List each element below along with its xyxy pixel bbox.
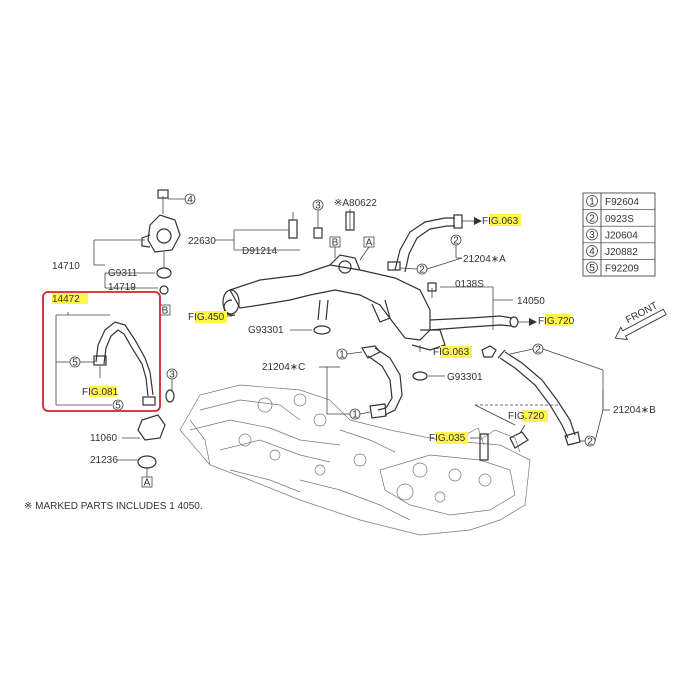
bracket-14710: 14710 G9311 14719 bbox=[52, 239, 158, 293]
valve-assembly: 4 bbox=[141, 189, 196, 295]
label-g9311: G9311 bbox=[108, 268, 138, 279]
hose-21204-a: FIG.063 2 2 21204∗A bbox=[387, 214, 521, 276]
fig-ref-081: FIG.081 bbox=[82, 387, 119, 398]
svg-text:5: 5 bbox=[115, 401, 121, 412]
legend-code-2: 0923S bbox=[605, 214, 634, 225]
label-14472: 14472 bbox=[52, 294, 80, 305]
legend-num-1: 1 bbox=[589, 197, 595, 208]
label-21204-a: 21204∗A bbox=[463, 254, 506, 265]
legend-num-5: 5 bbox=[589, 263, 595, 274]
svg-text:2: 2 bbox=[587, 437, 593, 448]
fig-ref-720-top-group: FIG.720 bbox=[518, 314, 575, 327]
label-0138s: 0138S bbox=[455, 279, 484, 290]
fig-ref-063-low: FIG.063 bbox=[433, 347, 470, 358]
svg-text:2: 2 bbox=[453, 236, 459, 247]
label-14719: 14719 bbox=[108, 282, 136, 293]
highlight-frame-14472: 14472 5 5 FIG.081 bbox=[42, 291, 161, 412]
label-d91214: D91214 bbox=[242, 246, 277, 257]
svg-text:4: 4 bbox=[187, 195, 193, 206]
front-arrow-icon: FRONT bbox=[614, 300, 667, 341]
label-22630: 22630 bbox=[188, 236, 216, 247]
label-14710: 14710 bbox=[52, 261, 80, 272]
label-21204-b: 21204∗B bbox=[613, 405, 656, 416]
fig-ref-450-group: FIG.450 bbox=[188, 311, 232, 323]
legend-num-3: 3 bbox=[589, 230, 595, 241]
fig-ref-720-top: FIG.720 bbox=[538, 316, 575, 327]
label-21236: 21236 bbox=[90, 455, 118, 466]
legend-code-3: J20604 bbox=[605, 231, 638, 242]
fig-ref-720-low: FIG.720 bbox=[508, 411, 545, 422]
fig-ref-035: FIG.035 bbox=[429, 433, 466, 444]
ref-box-a-left: A bbox=[144, 478, 151, 489]
svg-text:2: 2 bbox=[419, 265, 425, 276]
svg-text:1: 1 bbox=[339, 350, 345, 361]
label-g93301-bottom: G93301 bbox=[447, 372, 483, 383]
hose-21204-c: 1 1 21204∗C bbox=[262, 345, 403, 421]
svg-text:3: 3 bbox=[169, 370, 175, 381]
coolant-pipe-14050: 0138S 14050 bbox=[222, 254, 545, 351]
legend-code-1: F92604 bbox=[605, 197, 639, 208]
fig-ref-450: FIG.450 bbox=[188, 312, 225, 323]
svg-text:5: 5 bbox=[72, 358, 78, 369]
label-21204-c: 21204∗C bbox=[262, 362, 305, 373]
svg-text:1: 1 bbox=[352, 410, 358, 421]
gasket-g93301-top: G93301 bbox=[248, 325, 312, 336]
ref-box-b-left: B bbox=[162, 306, 169, 317]
label-14050: 14050 bbox=[517, 296, 545, 307]
legend-code-4: J20882 bbox=[605, 247, 638, 258]
label-g93301-top: G93301 bbox=[248, 325, 284, 336]
fig-ref-063-top: FIG.063 bbox=[482, 216, 519, 227]
legend-num-2: 2 bbox=[589, 214, 595, 225]
bolt-a80622: ※A80622 B A bbox=[329, 198, 377, 261]
legend-table: 1 2 3 4 5 F92604 0923S J20604 J20882 F92… bbox=[582, 192, 656, 277]
label-11060: 11060 bbox=[90, 433, 118, 444]
legend-code-5: F92209 bbox=[605, 264, 639, 275]
footnote: ※ MARKED PARTS INCLUDES 1 4050. bbox=[24, 501, 203, 512]
front-label: FRONT bbox=[624, 300, 660, 326]
fig-ref-063-low-group: FIG.063 bbox=[419, 345, 497, 358]
gasket-g93301-bottom: G93301 bbox=[412, 371, 483, 383]
svg-text:3: 3 bbox=[315, 201, 321, 212]
pump-parts: 3 A 11060 21236 bbox=[90, 368, 178, 489]
label-a80622: ※A80622 bbox=[334, 198, 377, 209]
ref-box-a-mid: A bbox=[366, 238, 373, 249]
engine-block-sketch bbox=[179, 384, 531, 536]
sensor-22630: 22630 D91214 3 bbox=[188, 199, 324, 257]
hose-21204-b: 2 2 21204∗B bbox=[497, 343, 656, 448]
ref-box-b-mid: B bbox=[332, 238, 339, 249]
fig-ref-720-low-group: FIG.720 bbox=[474, 404, 560, 449]
legend-num-4: 4 bbox=[589, 247, 595, 258]
svg-text:2: 2 bbox=[535, 345, 541, 356]
fig-ref-035-group: FIG.035 bbox=[429, 432, 489, 461]
